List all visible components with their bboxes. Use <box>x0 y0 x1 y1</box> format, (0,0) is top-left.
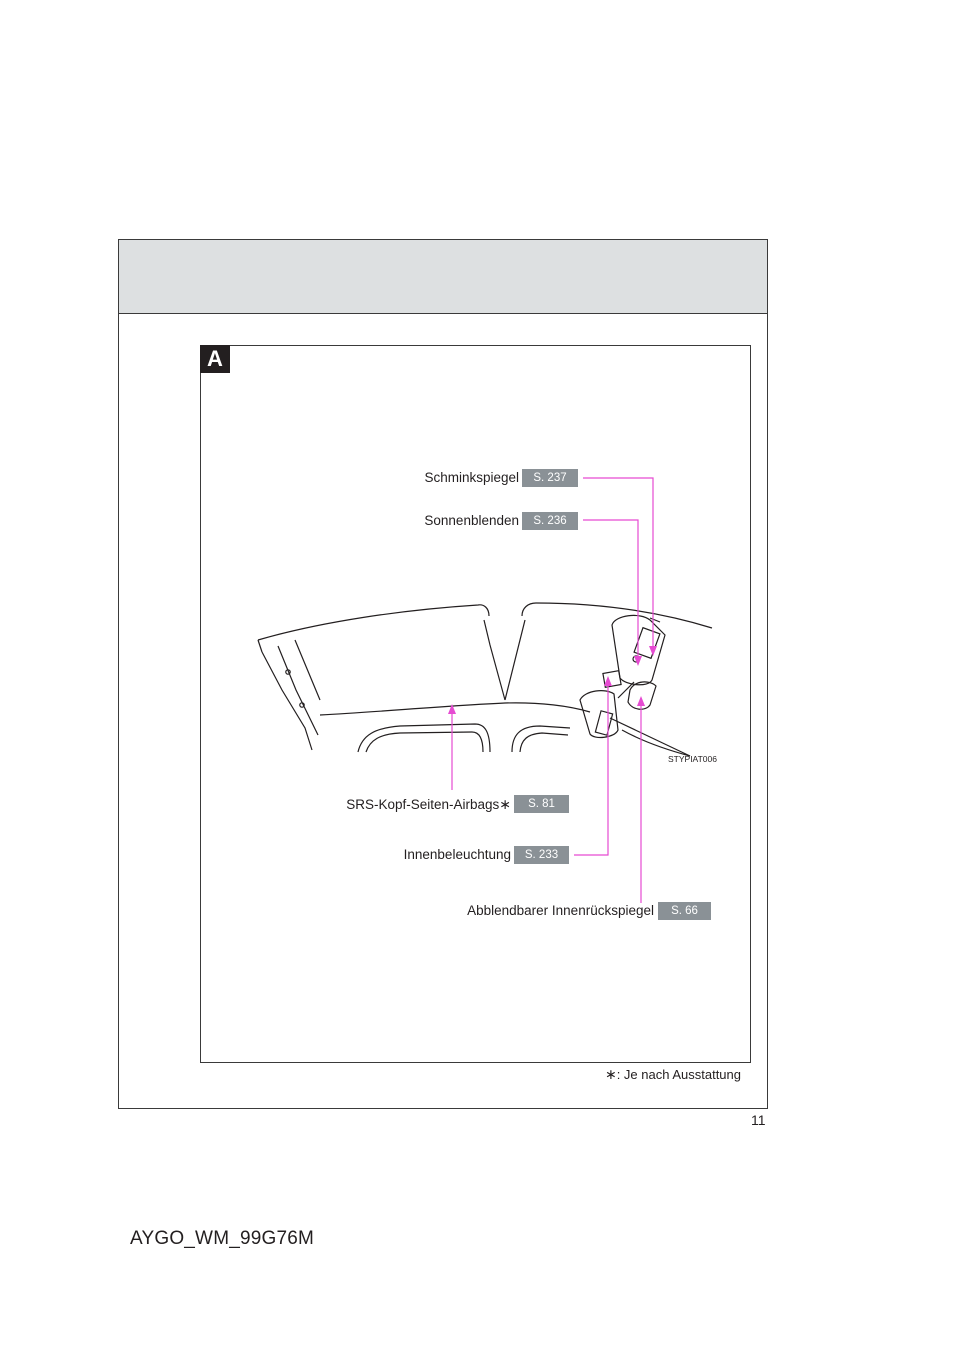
callout-label-innenrueckspiegel: Abblendbarer Innenrückspiegel <box>467 903 654 918</box>
callout-label-sonnenblenden: Sonnenblenden <box>424 513 519 528</box>
page-ref-badge-sonnenblenden[interactable]: S. 236 <box>522 512 578 530</box>
illustration-box <box>200 345 751 1063</box>
roof-drawing <box>257 602 713 757</box>
callout-label-airbags: SRS-Kopf-Seiten-Airbags∗ <box>346 796 511 812</box>
footnote-symbol: ∗ <box>604 1066 617 1082</box>
page-ref-badge-schminkspiegel[interactable]: S. 237 <box>522 469 578 487</box>
footnote-text: : Je nach Ausstattung <box>616 1067 741 1082</box>
figure-code: STYPIAT006 <box>668 754 717 764</box>
header-band <box>119 240 767 314</box>
callout-label-schminkspiegel: Schminkspiegel <box>424 470 519 485</box>
footnote: ∗: Je nach Ausstattung <box>605 1066 741 1083</box>
callout-label-innenbeleuchtung: Innenbeleuchtung <box>403 847 511 862</box>
section-tag: A <box>200 345 230 373</box>
leader-arrowheads <box>448 646 657 714</box>
leader-schminkspiegel <box>583 477 654 652</box>
leader-innenbeleuchtung <box>574 680 609 856</box>
page-number: 11 <box>751 1112 766 1128</box>
page-frame <box>118 239 768 1109</box>
leader-lines <box>451 477 654 903</box>
page-ref-badge-airbags[interactable]: S. 81 <box>514 795 569 813</box>
leader-sonnenblenden <box>583 519 639 662</box>
page-ref-badge-innenbeleuchtung[interactable]: S. 233 <box>514 846 569 864</box>
footnote-asterisk: ∗ <box>499 796 511 812</box>
page-ref-badge-innenrueckspiegel[interactable]: S. 66 <box>658 902 711 920</box>
document-code: AYGO_WM_99G76M <box>130 1228 315 1249</box>
